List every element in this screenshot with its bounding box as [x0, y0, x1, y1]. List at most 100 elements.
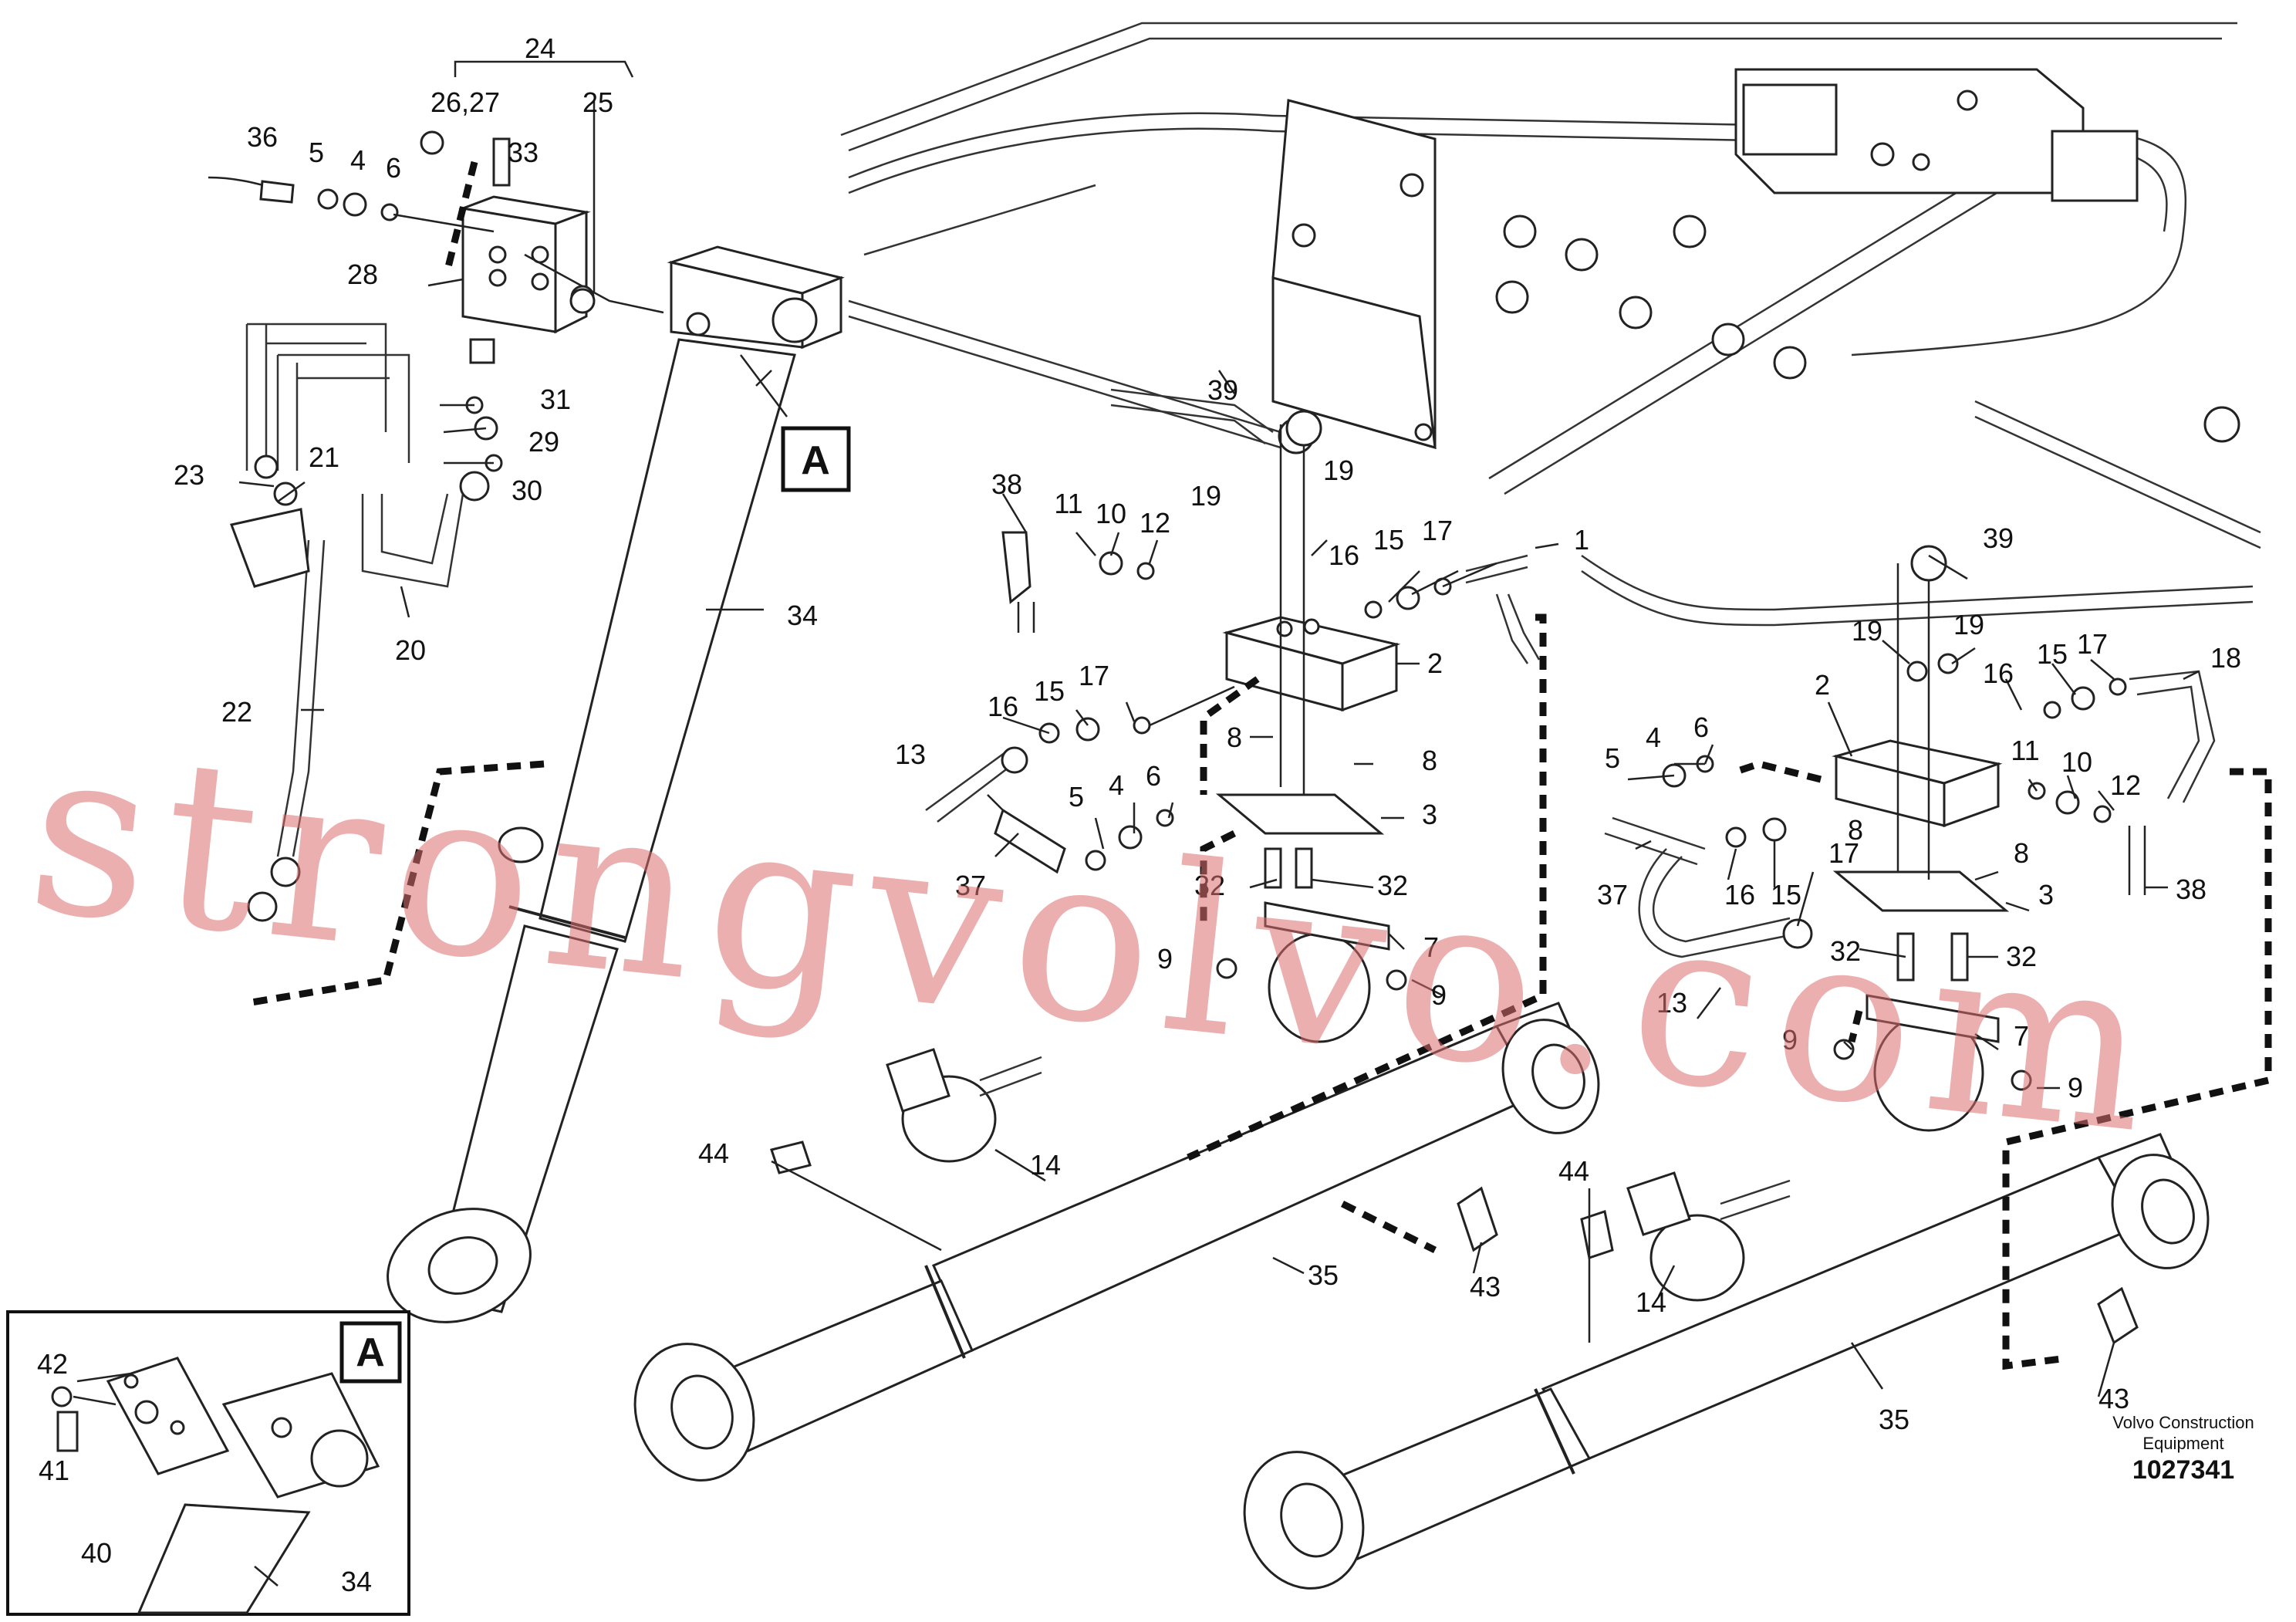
callout: 20 — [395, 634, 426, 666]
callout: 8 — [1422, 745, 1437, 776]
callouts-center: 39 19 38 11 10 12 19 16 15 17 1 2 16 15 … — [698, 374, 1589, 1303]
callout: 8 — [2014, 837, 2029, 869]
callout: 6 — [1693, 711, 1709, 743]
callout: 44 — [1558, 1155, 1589, 1187]
callout: 15 — [1771, 879, 1801, 911]
callout: 7 — [2014, 1020, 2029, 1052]
callout: 21 — [309, 441, 339, 473]
callout: 39 — [1207, 374, 1238, 406]
callout: 3 — [2038, 879, 2054, 911]
callout: 16 — [1983, 657, 2014, 689]
callout: 44 — [698, 1137, 729, 1169]
leader-lines — [238, 60, 2200, 1397]
callouts-right: 39 19 19 2 15 17 18 16 5 4 6 11 10 12 8 … — [1558, 522, 2241, 1435]
callout: 23 — [174, 459, 204, 491]
callout: 34 — [341, 1566, 372, 1597]
callout: 32 — [1194, 870, 1225, 901]
callout: 19 — [1852, 615, 1882, 647]
callout: 24 — [525, 32, 555, 64]
callout: 17 — [1422, 515, 1453, 546]
detail-marker-a: A — [740, 354, 851, 492]
callout: 35 — [1879, 1404, 1909, 1435]
callout: 43 — [2098, 1383, 2129, 1414]
callout: 25 — [582, 86, 613, 118]
cylinder-35-center — [633, 1002, 1600, 1482]
callout: 42 — [37, 1348, 68, 1380]
callout: 6 — [386, 152, 401, 184]
callout: 19 — [1190, 480, 1221, 512]
callout: 33 — [508, 137, 539, 168]
callout: 19 — [1953, 609, 1984, 640]
callout: 30 — [512, 475, 542, 506]
callout: 4 — [350, 144, 366, 176]
callout: 10 — [1096, 498, 1126, 529]
callout: 32 — [1830, 935, 1861, 967]
callout: 9 — [1157, 943, 1173, 975]
brand-caption: Volvo Construction Equipment — [2083, 1412, 2284, 1454]
cylinder-34 — [387, 245, 845, 1323]
callout: 15 — [1034, 675, 1065, 707]
callout: 17 — [1079, 660, 1109, 691]
callout: 32 — [1377, 870, 1408, 901]
callout: 5 — [309, 137, 324, 168]
callout: 4 — [1109, 769, 1124, 801]
callout: 37 — [1597, 879, 1628, 911]
callout: 36 — [247, 121, 278, 153]
fitting-cluster — [1278, 215, 2240, 454]
callout: 14 — [1030, 1149, 1061, 1181]
callout: 2 — [1815, 669, 1830, 701]
callout: 14 — [1636, 1286, 1666, 1318]
callout: 4 — [1646, 721, 1661, 753]
callout: 18 — [2210, 642, 2241, 674]
callout: 15 — [2037, 638, 2068, 670]
callout: 31 — [540, 384, 571, 415]
callout: 12 — [2110, 769, 2141, 801]
callout: 32 — [2006, 941, 2037, 972]
callout: 2 — [1427, 647, 1443, 679]
callout: 6 — [1146, 760, 1161, 792]
callout: 34 — [787, 600, 818, 631]
callout: 5 — [1605, 742, 1620, 774]
callout: 43 — [1470, 1271, 1501, 1303]
callout: 39 — [1983, 522, 2014, 554]
callout: 17 — [1828, 837, 1859, 869]
callout: 40 — [81, 1537, 112, 1569]
callout: 41 — [39, 1455, 69, 1486]
callout: 5 — [1069, 781, 1084, 813]
frame-pipes — [840, 22, 2261, 627]
callouts-left: 24 26,27 25 36 5 4 6 33 28 21 23 31 29 3… — [174, 32, 818, 728]
callout: 16 — [1329, 539, 1359, 571]
callout: 17 — [2077, 628, 2108, 660]
callout: 12 — [1140, 507, 1170, 539]
callout: 1 — [1574, 524, 1589, 556]
callout: 16 — [988, 691, 1018, 722]
callout: 9 — [2068, 1072, 2083, 1103]
valve-block-left — [208, 130, 664, 922]
callout: 35 — [1308, 1259, 1339, 1291]
brand-line-2: Equipment — [2142, 1434, 2224, 1453]
callout: 8 — [1848, 814, 1863, 846]
callout: 38 — [2176, 874, 2207, 905]
callout: 15 — [1373, 524, 1404, 556]
brand-line-1: Volvo Construction — [2112, 1413, 2254, 1432]
callout: 3 — [1422, 799, 1437, 830]
clamps-14 — [770, 1048, 2139, 1345]
callout: 10 — [2061, 746, 2092, 778]
callout: 38 — [991, 468, 1022, 500]
callout: 11 — [1054, 488, 1082, 519]
callout: 16 — [1724, 879, 1755, 911]
callout: 29 — [528, 426, 559, 458]
callouts-inset: 42 41 40 34 — [37, 1348, 372, 1597]
callout: 9 — [1782, 1024, 1798, 1056]
callout: 11 — [2011, 735, 2039, 766]
callout: 8 — [1227, 721, 1242, 753]
drawing-number: 1027341 — [2132, 1455, 2235, 1485]
inset-marker-label: A — [356, 1330, 385, 1375]
callout: 13 — [895, 738, 926, 770]
callout: 9 — [1431, 979, 1447, 1011]
cylinder-35-right — [1243, 1133, 2210, 1590]
callout: 26,27 — [430, 86, 500, 118]
callout: 22 — [221, 696, 252, 728]
